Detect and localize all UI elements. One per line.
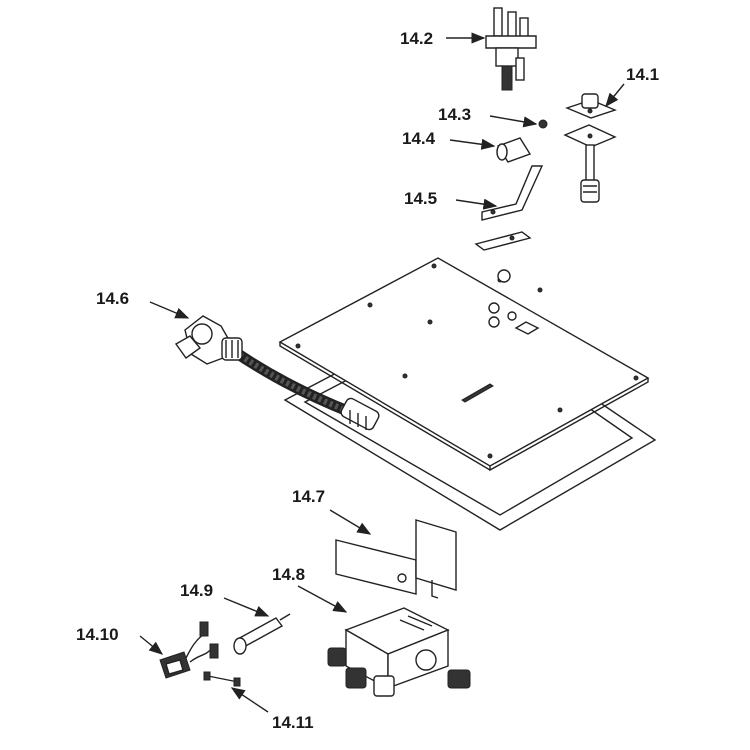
arrow-14-10 (139, 635, 164, 655)
callout-14-2: 14.2 (400, 29, 434, 48)
arrow-14-9 (223, 597, 270, 617)
arrow-14-3 (489, 115, 538, 128)
arrow-14-6 (149, 301, 190, 319)
part-14-10-switch (159, 621, 219, 679)
burner-plate (278, 257, 650, 472)
part-14-3-nut (538, 119, 548, 129)
leader-arrows (139, 32, 625, 713)
arrow-14-11 (230, 687, 269, 713)
part-14-1-pilot-assembly (563, 93, 617, 203)
part-14-8-gas-valve (327, 607, 471, 697)
callout-14-11: 14.11 (272, 713, 314, 732)
part-14-5-bracket (474, 165, 544, 283)
part-14-9-igniter (233, 613, 291, 655)
callout-14-4: 14.4 (402, 129, 436, 148)
callout-14-10: 14.10 (76, 625, 119, 644)
callout-14-8: 14.8 (272, 565, 306, 584)
callout-14-3: 14.3 (438, 105, 472, 124)
part-14-6-gas-hose (174, 315, 380, 431)
arrow-14-4 (449, 138, 496, 150)
callout-14-7: 14.7 (292, 487, 326, 506)
arrow-14-8 (297, 585, 348, 613)
part-14-4-ceramic-tube (496, 137, 532, 163)
part-14-11-wire (203, 671, 241, 687)
arrow-14-1 (605, 83, 625, 108)
arrow-14-5 (455, 198, 498, 210)
callout-14-9: 14.9 (180, 581, 214, 600)
arrow-14-7 (329, 509, 372, 535)
callout-14-5: 14.5 (404, 189, 438, 208)
part-14-2-pilot-burner (485, 7, 537, 91)
callout-14-1: 14.1 (626, 65, 660, 84)
callout-14-6: 14.6 (96, 289, 130, 308)
